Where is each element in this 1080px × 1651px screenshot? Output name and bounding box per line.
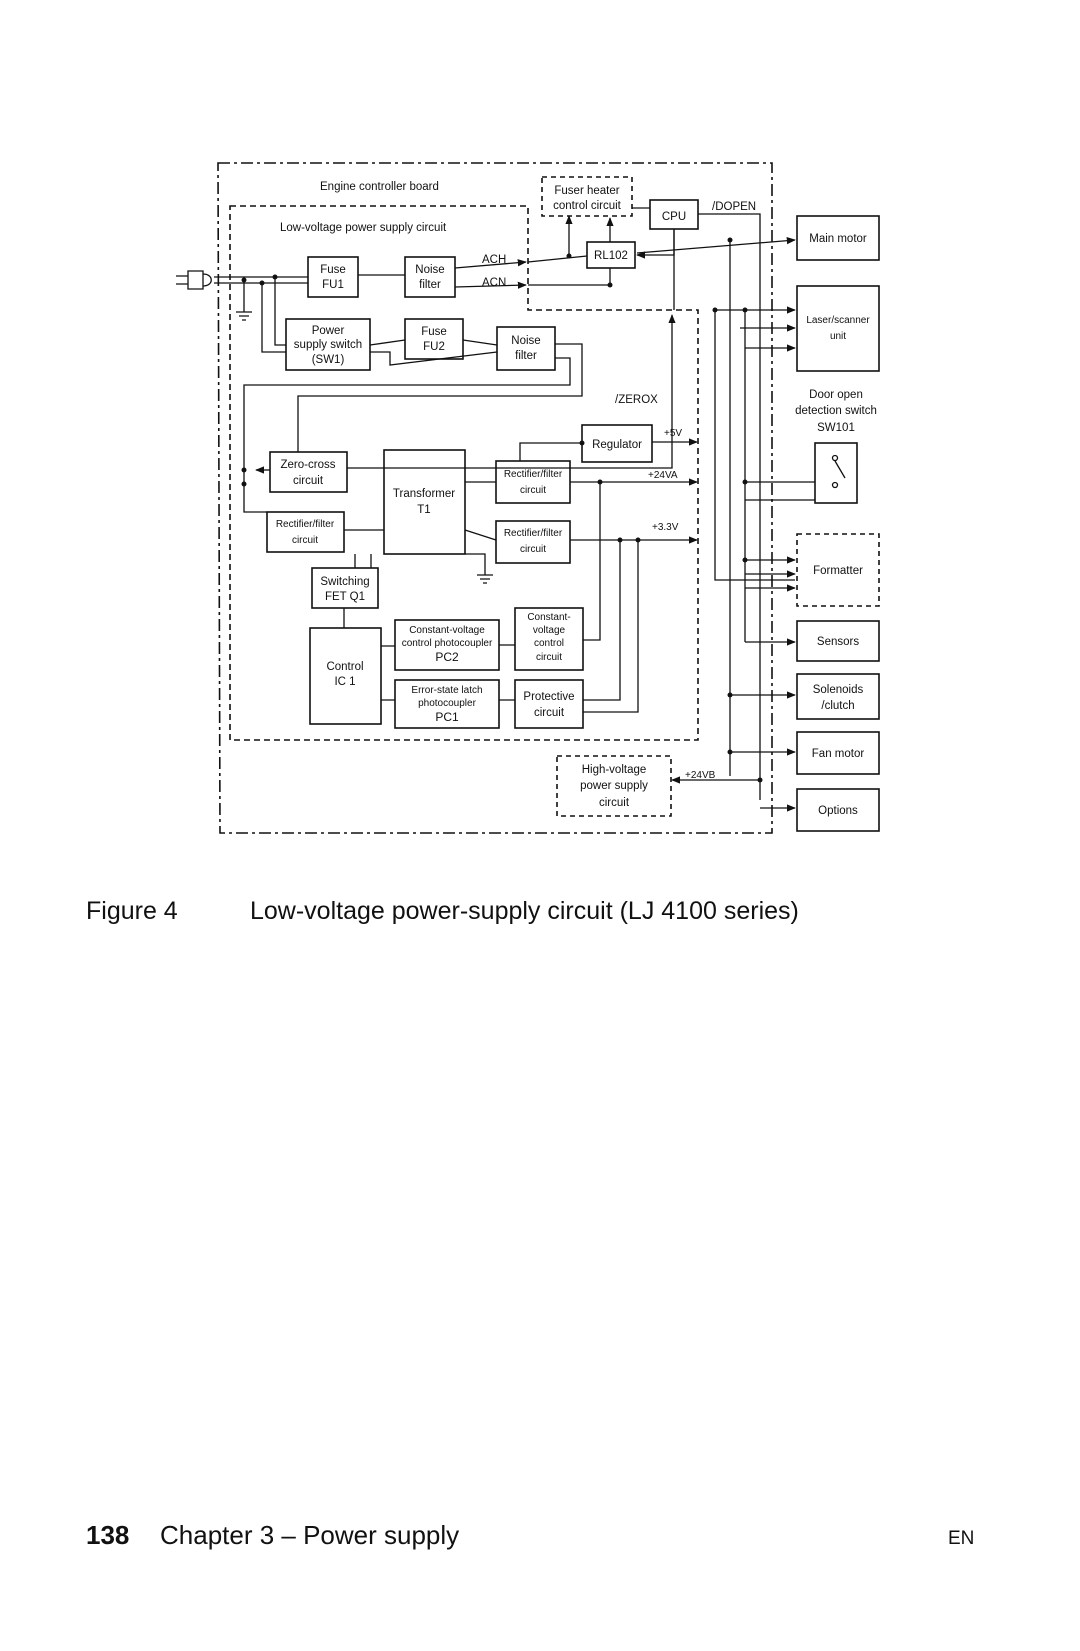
regulator-label: Regulator <box>592 439 642 451</box>
fuse-fu2-box <box>404 318 464 360</box>
lv-circuit-label: Low-voltage power supply circuit <box>280 222 447 234</box>
language-code: EN <box>948 1528 975 1549</box>
const-voltage-box <box>514 607 584 671</box>
page-number: 138 <box>86 1520 130 1550</box>
zerox-label: /ZEROX <box>615 394 658 406</box>
switching-fet-box <box>311 567 379 609</box>
noise-filter-1-box <box>404 256 456 298</box>
ac-plug <box>176 270 212 290</box>
v24vb-label: +24VB <box>685 770 716 781</box>
figure-number: Figure 4 <box>86 897 178 925</box>
v33-label: +3.3V <box>652 522 679 533</box>
sensors-label: Sensors <box>817 636 859 648</box>
figure-title: Low-voltage power-supply circuit (LJ 410… <box>250 897 799 925</box>
door-switch-box <box>814 442 858 504</box>
formatter-label: Formatter <box>813 565 863 577</box>
protective-box <box>514 679 584 729</box>
v5-label: +5V <box>664 428 682 439</box>
rectifier-2-box <box>495 520 571 564</box>
rl102-box <box>586 241 636 269</box>
junction-dots <box>241 237 763 783</box>
sensors-box <box>796 620 880 662</box>
noise-filter-2-box <box>496 326 556 371</box>
laser-scanner-box <box>796 285 880 372</box>
fuser-heater-box <box>541 176 633 217</box>
board-label: Engine controller board <box>320 181 439 193</box>
dopen-label: /DOPEN <box>712 201 756 213</box>
fan-motor-label: Fan motor <box>812 748 865 760</box>
acn-label: ACN <box>482 277 506 289</box>
pc1-box <box>394 679 500 729</box>
v24va-label: +24VA <box>648 470 678 481</box>
engine-board-outline <box>217 162 773 834</box>
lv-circuit-outline <box>229 205 699 741</box>
cpu-label: CPU <box>662 211 686 223</box>
rl102-label: RL102 <box>594 250 628 262</box>
zero-cross-box <box>269 451 348 493</box>
solenoids-label: Solenoids/clutch <box>813 684 864 712</box>
transformer-box <box>383 449 466 555</box>
options-label: Options <box>818 805 858 817</box>
rectifier-left-box <box>266 511 345 553</box>
ach-label: ACH <box>482 254 506 266</box>
fuse-fu1-box <box>307 256 359 298</box>
main-motor-label: Main motor <box>809 233 867 245</box>
fan-motor-box <box>796 731 880 775</box>
main-motor-box <box>796 215 880 261</box>
chapter-title: Chapter 3 – Power supply <box>160 1520 460 1550</box>
control-ic-box <box>309 627 382 725</box>
rectifier-1-box <box>495 460 571 504</box>
block-diagram: Engine controller board Low-voltage powe… <box>176 162 880 834</box>
formatter-box <box>796 533 880 607</box>
high-voltage-box <box>556 755 672 817</box>
options-box <box>796 788 880 832</box>
solenoids-box <box>796 673 880 720</box>
